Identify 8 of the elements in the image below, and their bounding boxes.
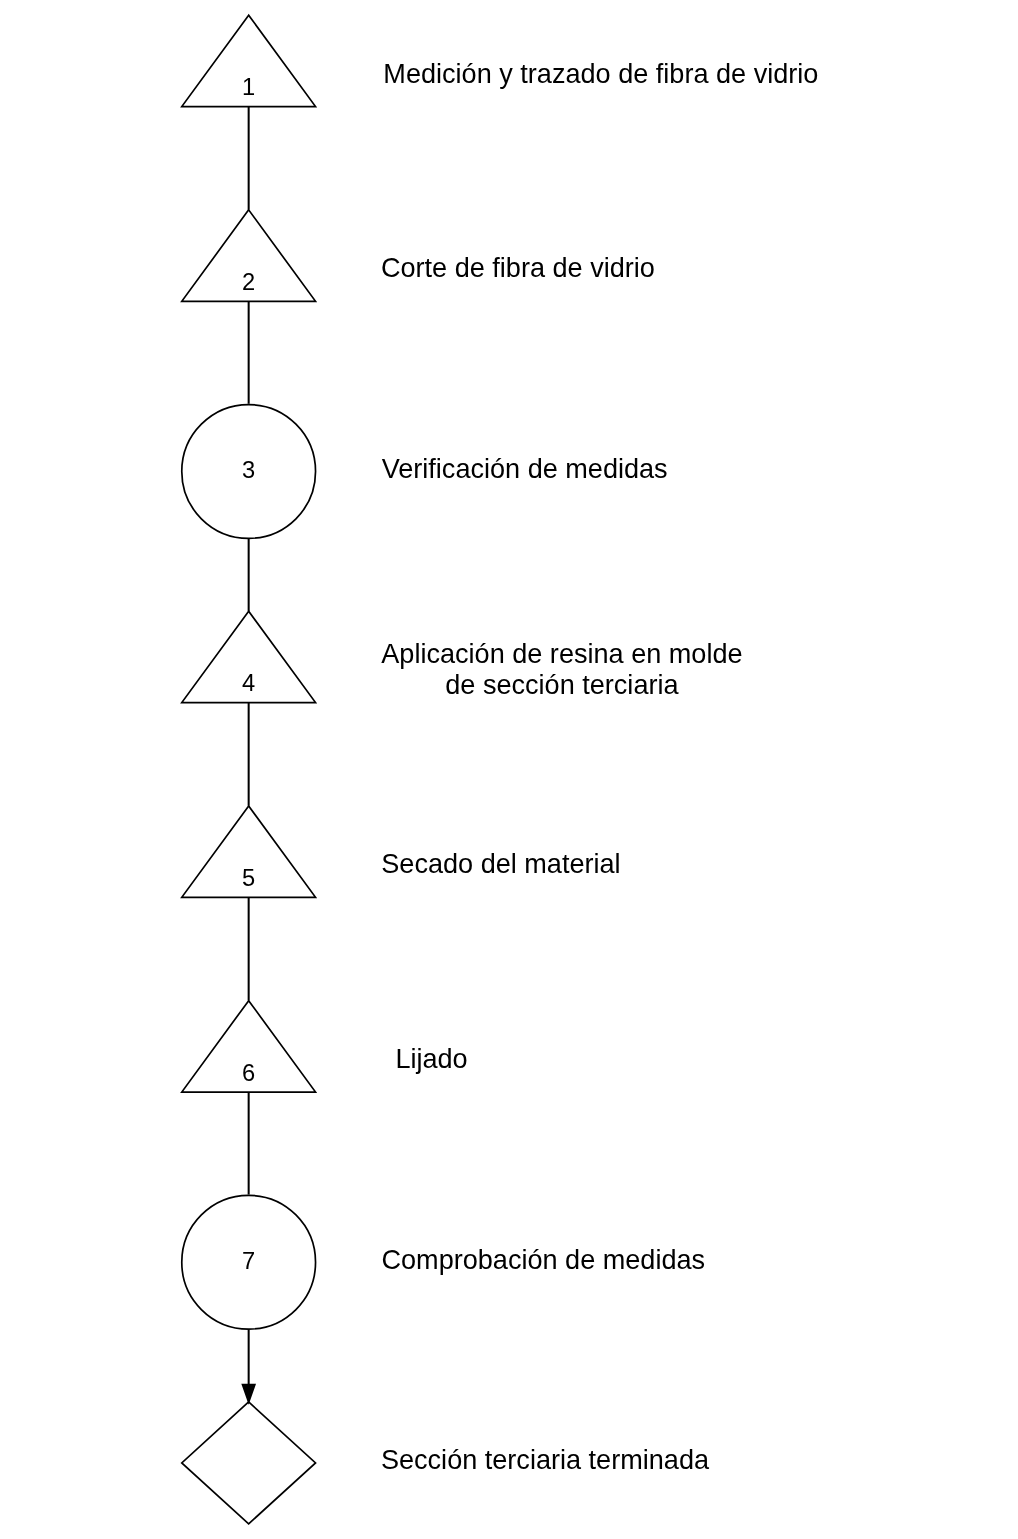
node-label: Verificación de medidas [381, 452, 668, 484]
node-label: Lijado [395, 1043, 468, 1075]
node-label: Sección terciaria terminada [380, 1444, 710, 1476]
node-label: Comprobación de medidas [381, 1243, 706, 1275]
node-label: Corte de fibra de vidrio [380, 252, 655, 284]
node-label: Medición y trazado de fibra de vidrio [383, 57, 819, 89]
node-label: Aplicación de resina en molde de sección terciaria [381, 638, 743, 700]
node-label: Secado del material [381, 848, 621, 880]
